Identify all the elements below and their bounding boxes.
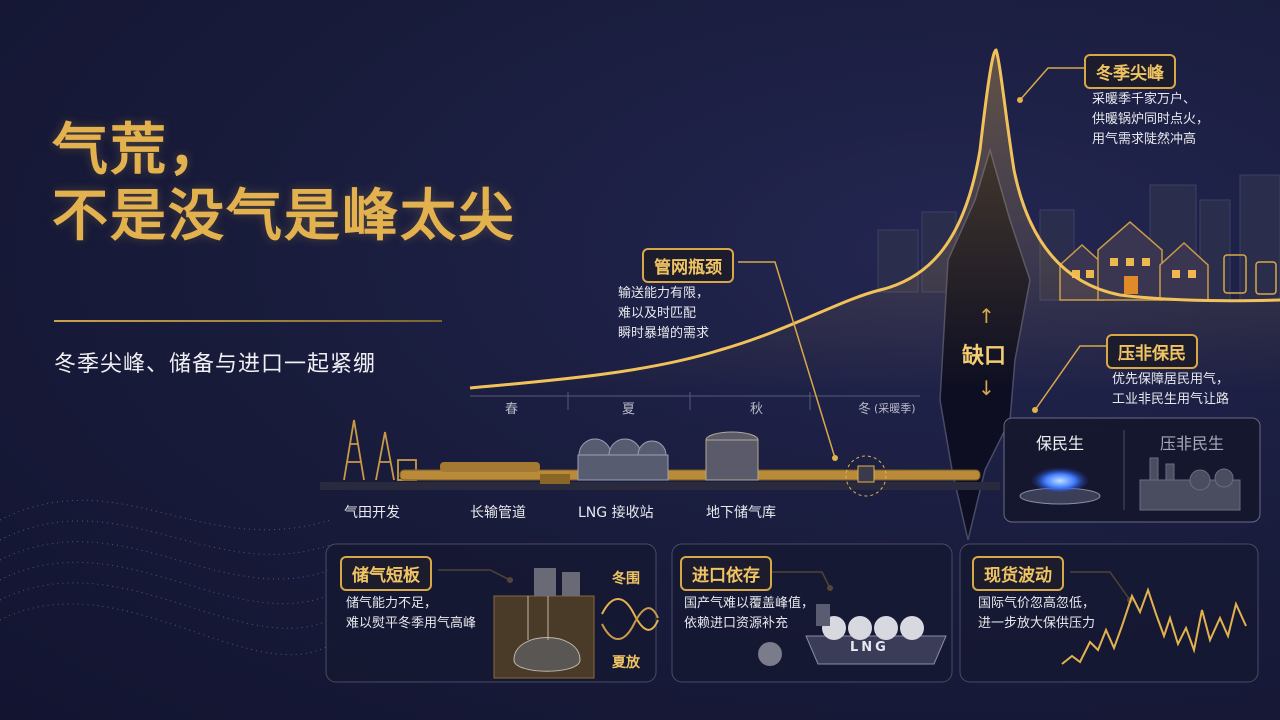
- summer-release-label: 夏放: [612, 655, 640, 671]
- ship-lng-text: LNG: [850, 640, 889, 655]
- gap-label: 缺口: [962, 344, 1007, 369]
- seasonal-cycle-waves: [601, 598, 659, 640]
- season-summer: 夏: [622, 402, 636, 417]
- season-winter-note: (采暖季): [874, 402, 916, 415]
- lng-ship: [758, 604, 947, 666]
- tag-winter-peak: 冬季尖峰: [1084, 54, 1176, 89]
- underground-storage-cross-section: [493, 568, 595, 679]
- arrow-up-icon: ↑: [978, 304, 995, 328]
- demand-curve: [469, 48, 1280, 390]
- tag-spot-volatility: 现货波动: [972, 556, 1064, 591]
- factory-icon: [1139, 457, 1241, 511]
- tag-import-dependence: 进口依存: [680, 556, 772, 591]
- page-subtitle: 冬季尖峰、储备与进口一起紧绷: [54, 352, 377, 377]
- tag-storage-shortfall: 储气短板: [340, 556, 432, 591]
- chain-underground-storage: 地下储气库: [706, 505, 776, 521]
- network-bottleneck-note: 输送能力有限， 难以及时匹配 瞬时暴增的需求: [618, 286, 710, 341]
- particle-wave-decoration: [0, 499, 331, 656]
- winter-peak-note: 采暖季千家万户、 供暖锅炉同时点火， 用气需求陡然冲高: [1092, 92, 1210, 147]
- main-pipeline: [399, 462, 981, 484]
- chain-lng-terminal: LNG 接收站: [578, 505, 654, 521]
- tag-network-bottleneck: 管网瓶颈: [642, 248, 734, 283]
- season-autumn: 秋: [750, 402, 764, 417]
- storage-tank: [705, 431, 759, 481]
- title-line-2: 不是没气是峰太尖: [52, 184, 516, 249]
- title-line-1: 气荒，: [52, 118, 226, 183]
- tag-residential-priority: 压非保民: [1106, 334, 1198, 369]
- season-winter: 冬: [858, 402, 872, 417]
- arrow-down-icon: ↓: [978, 376, 995, 400]
- house-windows: [1072, 258, 1196, 294]
- protect-livelihood-label: 保民生: [1036, 434, 1085, 453]
- spot-volatility-note: 国际气价忽高忽低， 进一步放大保供压力: [978, 596, 1096, 631]
- lng-tanks: [577, 438, 669, 481]
- chain-pipeline: 长输管道: [470, 505, 526, 521]
- title-divider: [54, 320, 442, 322]
- storage-shortfall-note: 储气能力不足， 难以熨平冬季用气高峰: [346, 596, 477, 631]
- winter-inject-label: 冬围: [612, 571, 640, 587]
- chain-gas-field: 气田开发: [344, 505, 400, 521]
- valve-bottleneck: [845, 455, 887, 497]
- import-dependence-note: 国产气难以覆盖峰值， 依赖进口资源补充: [684, 596, 815, 631]
- boiler-icons: [1223, 254, 1277, 295]
- residential-priority-note: 优先保障居民用气， 工业非民生用气让路: [1112, 372, 1230, 407]
- ground-strip: [320, 482, 1000, 490]
- gas-burner-icon: [1019, 464, 1101, 505]
- curb-nonresidential-label: 压非民生: [1160, 434, 1225, 453]
- spot-price-line: [1061, 586, 1247, 665]
- season-spring: 春: [505, 402, 519, 417]
- page-title: 气荒， 不是没气是峰太尖: [52, 118, 516, 250]
- demand-curve-fill: [470, 50, 1280, 390]
